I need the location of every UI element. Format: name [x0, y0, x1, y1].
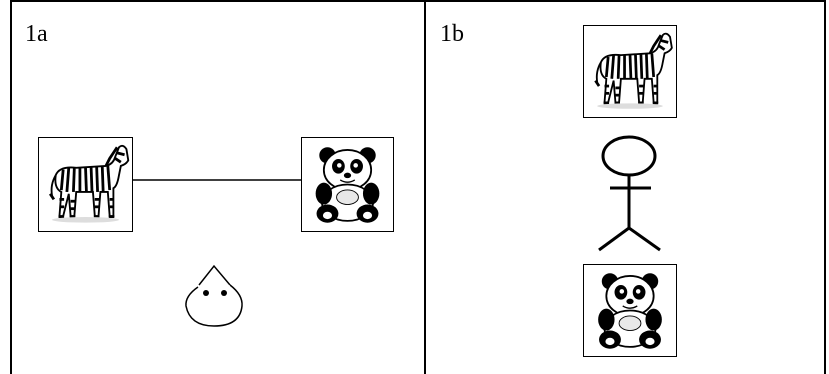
panel-label-1b: 1b: [440, 21, 464, 47]
round-face-icon: [185, 264, 243, 327]
panel-label-1a: 1a: [25, 21, 48, 47]
panda-icon: [301, 137, 394, 232]
diagram-frame: [10, 0, 826, 374]
zebra-icon: [583, 25, 677, 118]
panel-divider: [424, 0, 426, 374]
zebra-icon: [38, 137, 133, 232]
panda-icon: [583, 264, 677, 357]
